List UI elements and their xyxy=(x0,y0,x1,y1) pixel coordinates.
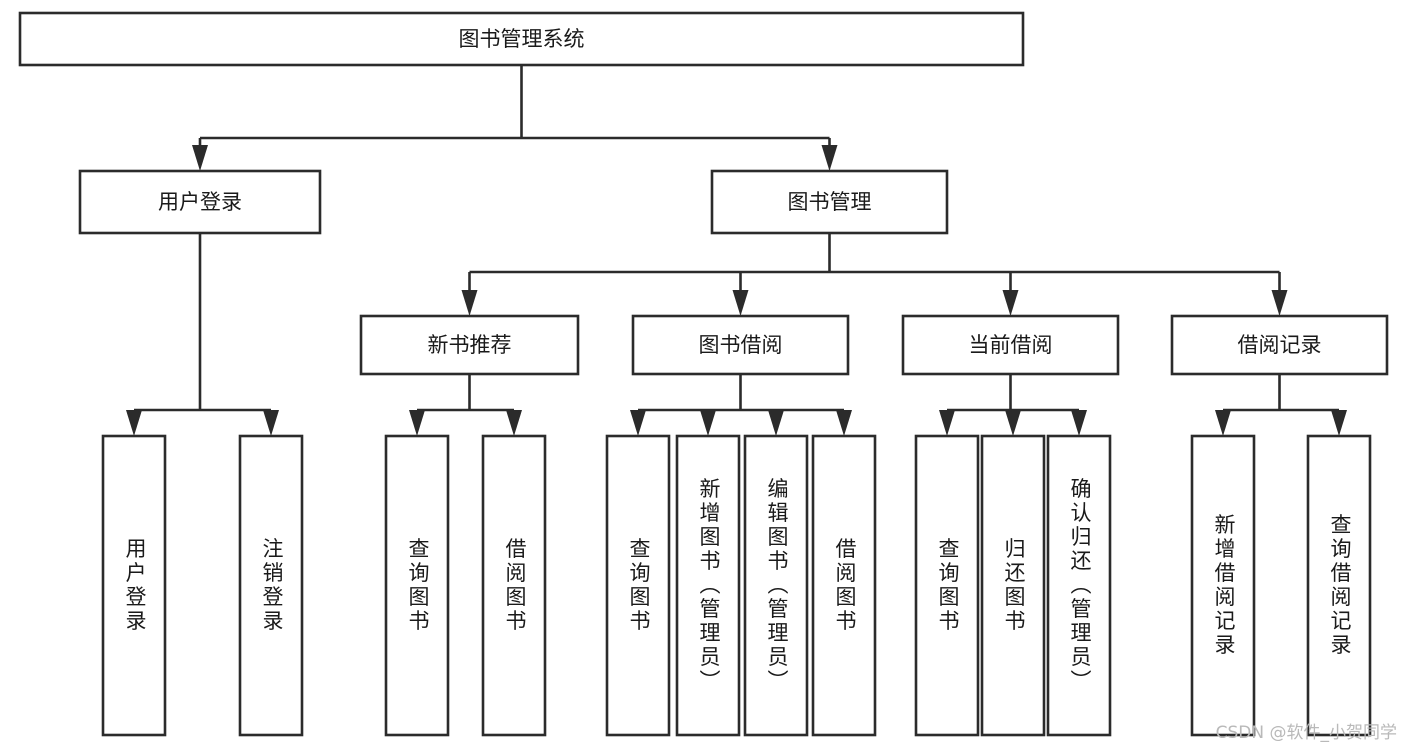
node-leaf-query-record[interactable]: 查询借阅记录 xyxy=(1306,434,1372,737)
node-leaf-edit-book[interactable]: 编辑图书（管理员） xyxy=(743,434,809,737)
node-borrow-record[interactable]: 借阅记录 xyxy=(1170,314,1389,376)
node-leaf-query-book-2[interactable]: 查询图书 xyxy=(605,434,671,737)
node-label: 图书管理系统 xyxy=(459,27,585,51)
arrow-head xyxy=(1005,410,1021,436)
node-label: 查询图书 xyxy=(406,538,430,634)
node-box xyxy=(811,434,877,737)
arrow-head xyxy=(1002,290,1019,316)
arrow-head xyxy=(732,290,749,316)
node-leaf-add-book[interactable]: 新增图书（管理员） xyxy=(675,434,741,737)
node-label: 查询图书 xyxy=(936,538,960,634)
node-box xyxy=(605,434,671,737)
node-box xyxy=(101,434,167,737)
node-label: 查询图书 xyxy=(627,538,651,634)
node-label: 归还图书 xyxy=(1002,538,1026,634)
node-book-manage[interactable]: 图书管理 xyxy=(710,169,949,235)
node-box xyxy=(238,434,304,737)
node-user-login[interactable]: 用户登录 xyxy=(78,169,322,235)
node-box xyxy=(1170,314,1389,376)
arrow-head xyxy=(700,410,716,436)
arrow-head xyxy=(939,410,955,436)
node-label: 借阅记录 xyxy=(1238,333,1322,357)
csdn-watermark: CSDN @软件_小贺同学 xyxy=(1215,723,1397,743)
arrow-head xyxy=(836,410,852,436)
node-label: 用户登录 xyxy=(123,538,147,634)
node-box xyxy=(1190,434,1256,737)
node-new-book-rec[interactable]: 新书推荐 xyxy=(359,314,580,376)
arrow-head xyxy=(461,290,478,316)
node-label: 新增借阅记录 xyxy=(1212,514,1236,658)
node-box xyxy=(1306,434,1372,737)
node-leaf-return-book[interactable]: 归还图书 xyxy=(980,434,1046,737)
node-label: 查询借阅记录 xyxy=(1328,514,1352,658)
node-label: 注销登录 xyxy=(260,538,284,634)
node-leaf-user-login[interactable]: 用户登录 xyxy=(101,434,167,737)
arrow-head xyxy=(263,410,279,436)
node-box xyxy=(901,314,1120,376)
node-leaf-user-logout[interactable]: 注销登录 xyxy=(238,434,304,737)
node-box xyxy=(675,434,741,737)
node-box xyxy=(359,314,580,376)
node-label: 借阅图书 xyxy=(833,538,857,634)
node-box xyxy=(18,11,1025,67)
node-label: 借阅图书 xyxy=(503,538,527,634)
arrow-head xyxy=(409,410,425,436)
node-book-borrow[interactable]: 图书借阅 xyxy=(631,314,850,376)
node-box xyxy=(743,434,809,737)
node-layer: 图书管理系统用户登录图书管理新书推荐图书借阅当前借阅借阅记录用户登录注销登录查询… xyxy=(18,11,1389,737)
node-box xyxy=(914,434,980,737)
node-box xyxy=(78,169,322,235)
arrow-head xyxy=(1071,410,1087,436)
arrow-head xyxy=(192,145,208,171)
arrow-head xyxy=(1215,410,1231,436)
node-leaf-add-record[interactable]: 新增借阅记录 xyxy=(1190,434,1256,737)
arrow-head xyxy=(821,145,838,171)
node-root[interactable]: 图书管理系统 xyxy=(18,11,1025,67)
node-box xyxy=(631,314,850,376)
arrow-head xyxy=(630,410,646,436)
node-current-borrow[interactable]: 当前借阅 xyxy=(901,314,1120,376)
node-label: 新增图书（管理员） xyxy=(697,478,721,694)
node-box xyxy=(980,434,1046,737)
node-leaf-borrow-book-1[interactable]: 借阅图书 xyxy=(481,434,547,737)
node-label: 图书借阅 xyxy=(699,333,783,357)
node-label: 当前借阅 xyxy=(969,333,1053,357)
node-leaf-query-book-1[interactable]: 查询图书 xyxy=(384,434,450,737)
node-label: 新书推荐 xyxy=(428,333,512,357)
node-box xyxy=(384,434,450,737)
arrow-head xyxy=(506,410,522,436)
arrow-head xyxy=(1271,290,1288,316)
arrow-head xyxy=(126,410,142,436)
node-leaf-confirm-return[interactable]: 确认归还（管理员） xyxy=(1046,434,1112,737)
node-box xyxy=(1046,434,1112,737)
node-leaf-borrow-book-2[interactable]: 借阅图书 xyxy=(811,434,877,737)
node-box xyxy=(710,169,949,235)
node-leaf-query-book-3[interactable]: 查询图书 xyxy=(914,434,980,737)
node-label: 用户登录 xyxy=(158,190,242,214)
arrow-head xyxy=(768,410,784,436)
arrow-head xyxy=(1331,410,1347,436)
connector-layer xyxy=(126,65,1347,436)
node-label: 图书管理 xyxy=(788,190,872,214)
node-box xyxy=(481,434,547,737)
node-label: 编辑图书（管理员） xyxy=(765,478,789,694)
node-label: 确认归还（管理员） xyxy=(1068,478,1092,694)
